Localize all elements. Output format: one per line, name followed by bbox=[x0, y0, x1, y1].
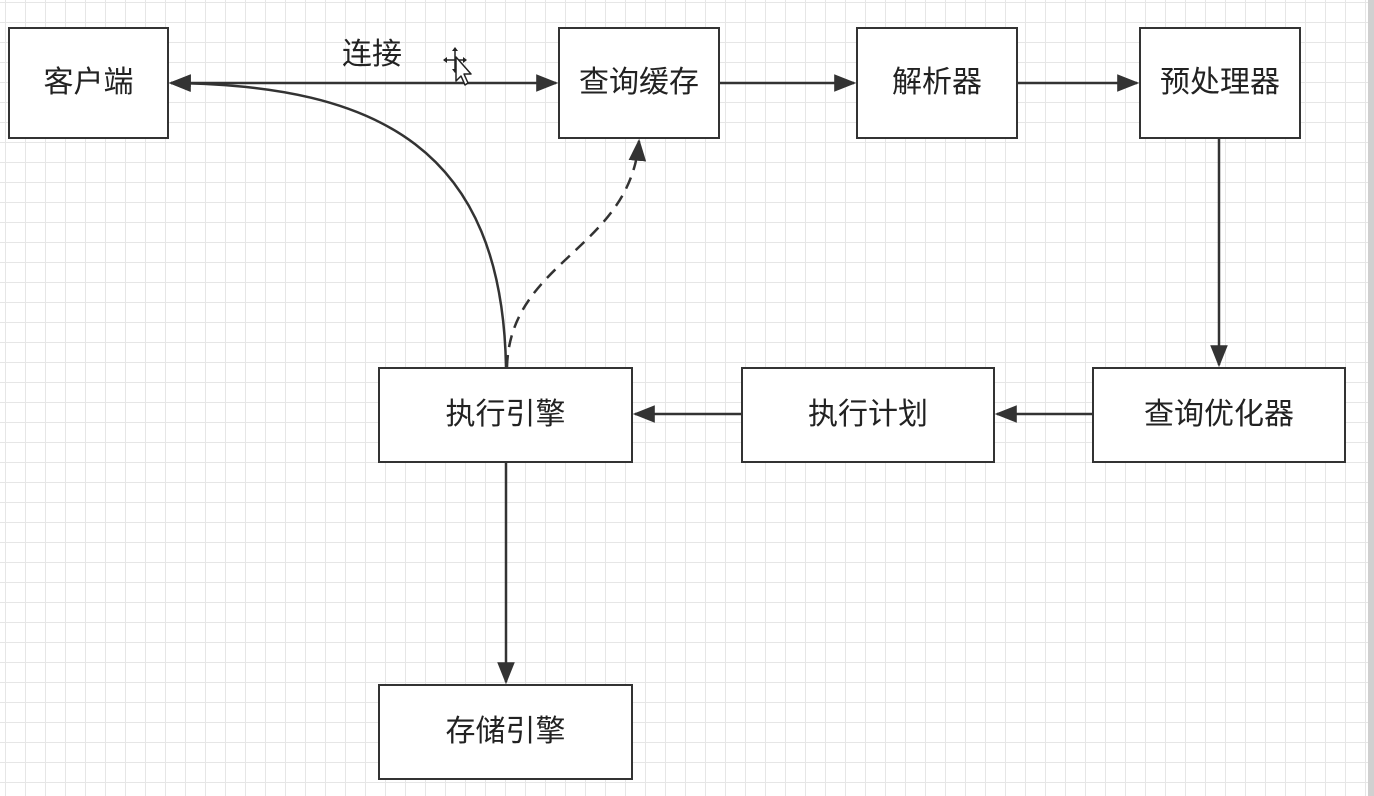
edge-engine-client[interactable] bbox=[168, 74, 508, 368]
node-storage-engine[interactable]: 存储引擎 bbox=[378, 684, 633, 780]
node-query-cache[interactable]: 查询缓存 bbox=[558, 27, 720, 139]
node-query-optimizer[interactable]: 查询优化器 bbox=[1092, 367, 1346, 463]
node-execution-plan[interactable]: 执行计划 bbox=[741, 367, 995, 463]
node-execution-engine[interactable]: 执行引擎 bbox=[378, 367, 633, 463]
edge-label-connect: 连接 bbox=[342, 37, 402, 72]
node-client-label: 客户端 bbox=[43, 65, 134, 100]
node-execution-engine-label: 执行引擎 bbox=[445, 397, 566, 432]
canvas-scrollbar-edge[interactable] bbox=[1368, 0, 1374, 796]
node-preprocessor[interactable]: 预处理器 bbox=[1139, 27, 1301, 139]
edge-engine-cache[interactable] bbox=[505, 138, 647, 368]
node-parser[interactable]: 解析器 bbox=[856, 27, 1018, 139]
node-execution-plan-label: 执行计划 bbox=[808, 397, 928, 432]
node-query-cache-label: 查询缓存 bbox=[579, 65, 699, 100]
move-cursor-icon bbox=[443, 47, 472, 86]
node-client[interactable]: 客户端 bbox=[8, 27, 169, 139]
node-parser-label: 解析器 bbox=[892, 65, 982, 100]
node-preprocessor-label: 预处理器 bbox=[1160, 65, 1280, 100]
node-storage-engine-label: 存储引擎 bbox=[445, 714, 566, 749]
node-query-optimizer-label: 查询优化器 bbox=[1144, 397, 1294, 432]
